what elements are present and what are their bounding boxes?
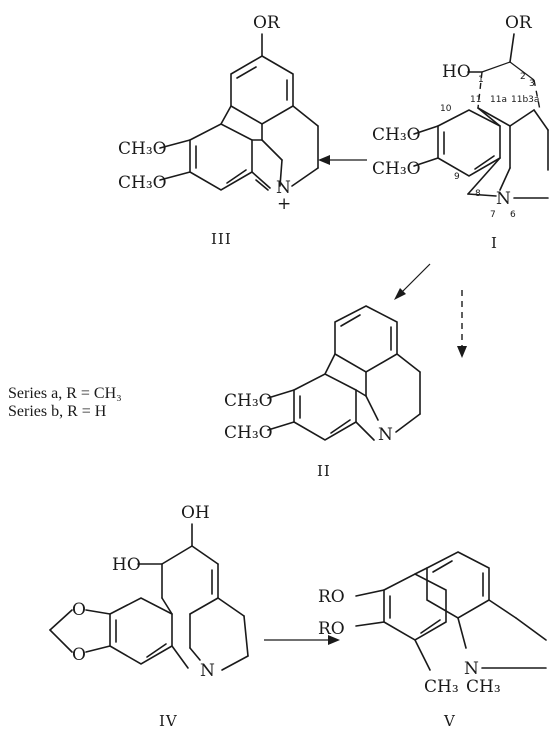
- i-num-6: 6: [510, 210, 516, 220]
- iv-compound-label: IV: [159, 712, 178, 730]
- i-num-8: 8: [475, 189, 481, 199]
- v-ch3-n: CH₃: [466, 677, 501, 697]
- i-compound-label: I: [491, 234, 498, 252]
- i-num-7: 7: [490, 210, 496, 220]
- iii-ch3o-top: CH₃O: [118, 139, 167, 159]
- i-num-10: 10: [440, 104, 452, 114]
- compound-v: CH₃ N CH₃ RO RO V: [318, 551, 547, 730]
- compound-i: OR 1 2 3 HO N CH₃O CH₃O 10 11: [372, 13, 549, 252]
- v-ro-bottom: RO: [318, 619, 345, 639]
- iv-oh-label: OH: [181, 503, 210, 523]
- i-num-11b3a: 11b3a: [511, 95, 539, 105]
- i-num-2: 2: [520, 72, 526, 82]
- iii-ch3o-bottom: CH₃O: [118, 173, 167, 193]
- compound-ii: N CH₃O CH₃O II: [224, 305, 421, 480]
- series-a-label: Series a, R = CH₃: [8, 385, 122, 402]
- arrow-i-to-ii: [394, 263, 431, 300]
- i-ho-label: HO: [442, 62, 471, 82]
- i-num-11: 11: [470, 95, 481, 105]
- v-ch3-ring: CH₃: [424, 677, 459, 697]
- i-ch3o-bottom: CH₃O: [372, 159, 421, 179]
- i-num-9: 9: [454, 172, 460, 182]
- compound-iii: OR N + CH₃O CH₃O III: [118, 13, 319, 248]
- compound-iv: OH HO N O O IV: [49, 503, 249, 730]
- arrow-iv-to-v: [264, 635, 340, 645]
- i-or-label: OR: [505, 13, 533, 33]
- iii-plus-label: +: [277, 194, 291, 214]
- iii-compound-label: III: [211, 230, 232, 248]
- iii-or-label: OR: [253, 13, 281, 33]
- i-n-label: N: [496, 189, 511, 209]
- iii-n-label: N: [276, 178, 291, 198]
- i-num-11a: 11a: [490, 95, 507, 105]
- i-num-1: 1: [478, 75, 484, 85]
- series-b-label: Series b, R = H: [8, 403, 107, 420]
- i-num-3: 3: [529, 79, 535, 89]
- iv-o-top: O: [72, 600, 86, 620]
- v-compound-label: V: [443, 712, 456, 730]
- i-ch3o-top: CH₃O: [372, 125, 421, 145]
- arrow-i-to-v: [457, 290, 467, 358]
- ii-ch3o-top: CH₃O: [224, 391, 273, 411]
- ii-ch3o-bottom: CH₃O: [224, 423, 273, 443]
- ii-n-label: N: [378, 425, 393, 445]
- iv-o-bottom: O: [72, 645, 86, 665]
- ii-compound-label: II: [317, 462, 331, 480]
- v-ro-top: RO: [318, 587, 345, 607]
- iv-n-label: N: [200, 661, 215, 681]
- arrow-i-to-iii: [318, 155, 367, 165]
- iv-ho-label: HO: [112, 555, 141, 575]
- v-n-label: N: [464, 659, 479, 679]
